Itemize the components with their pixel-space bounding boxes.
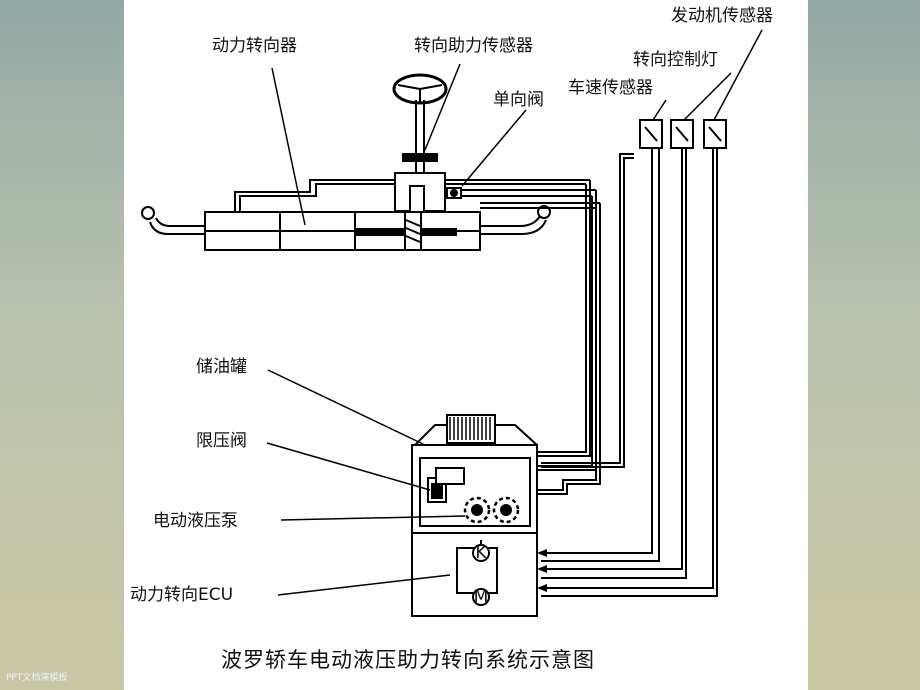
pump-ecu-unit	[411, 414, 538, 617]
label-oil-tank: 储油罐	[196, 357, 247, 377]
label-power-steering-ecu: 动力转向ECU	[130, 585, 233, 605]
label-electric-hydraulic-pump: 电动液压泵	[153, 511, 238, 531]
label-steering-assist-sensor: 转向助力传感器	[414, 36, 533, 56]
sensor-wiring	[541, 148, 718, 597]
relay-symbol: K	[475, 543, 487, 563]
motor-symbol: M	[474, 587, 489, 607]
signal-arrowheads	[537, 549, 547, 592]
label-pressure-limiting-valve: 限压阀	[196, 431, 247, 451]
hydraulic-lines	[537, 180, 601, 495]
sensor-boxes	[639, 119, 727, 149]
label-engine-sensor: 发动机传感器	[671, 6, 773, 26]
label-power-steering-gear: 动力转向器	[212, 36, 297, 56]
label-steering-control-light: 转向控制灯	[633, 50, 718, 70]
steering-rack	[141, 172, 600, 251]
steering-wheel	[392, 73, 448, 173]
label-vehicle-speed-sensor: 车速传感器	[568, 78, 653, 98]
footer-watermark: PPT文档演模板	[6, 673, 68, 683]
label-check-valve: 单向阀	[493, 90, 544, 110]
left-background-strip	[0, 0, 124, 690]
right-background-strip	[808, 0, 920, 690]
leader-lines	[266, 29, 763, 596]
diagram-caption: 波罗轿车电动液压助力转向系统示意图	[221, 648, 595, 672]
